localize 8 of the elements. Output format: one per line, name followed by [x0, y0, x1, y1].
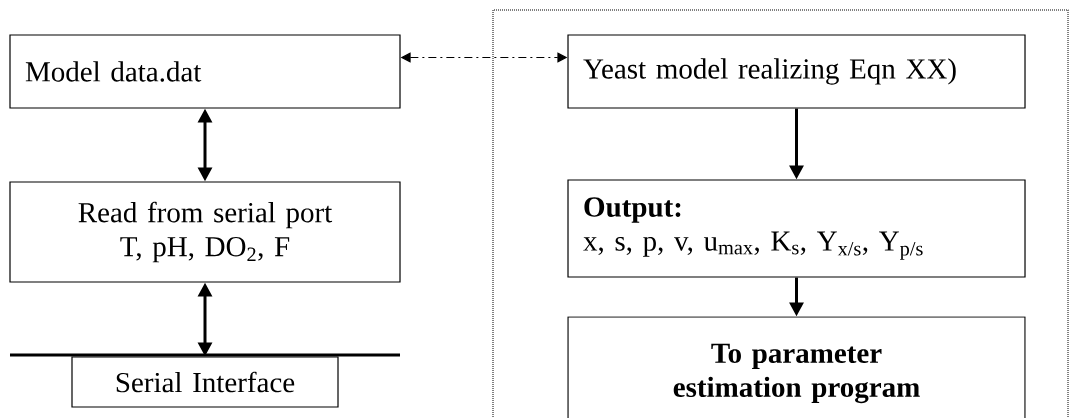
- arrow: [401, 52, 567, 63]
- process-box: Model data.dat: [9, 34, 401, 109]
- output-box: Output: x, s, p, v, u$_{max}$, K$_{s}$, Y$_{x/s}$, Y$_{p/s}$: [567, 179, 1026, 278]
- interface-box: Serial Interface: [71, 356, 339, 408]
- process-box: To parameter estimation program: [567, 316, 1026, 418]
- process-box: Yeast model realizing Eqn XX): [567, 34, 1026, 109]
- dotted-frame: [492, 9, 1069, 418]
- process-box: Read from serial port T, pH, DO$_{2}$, F: [9, 181, 401, 283]
